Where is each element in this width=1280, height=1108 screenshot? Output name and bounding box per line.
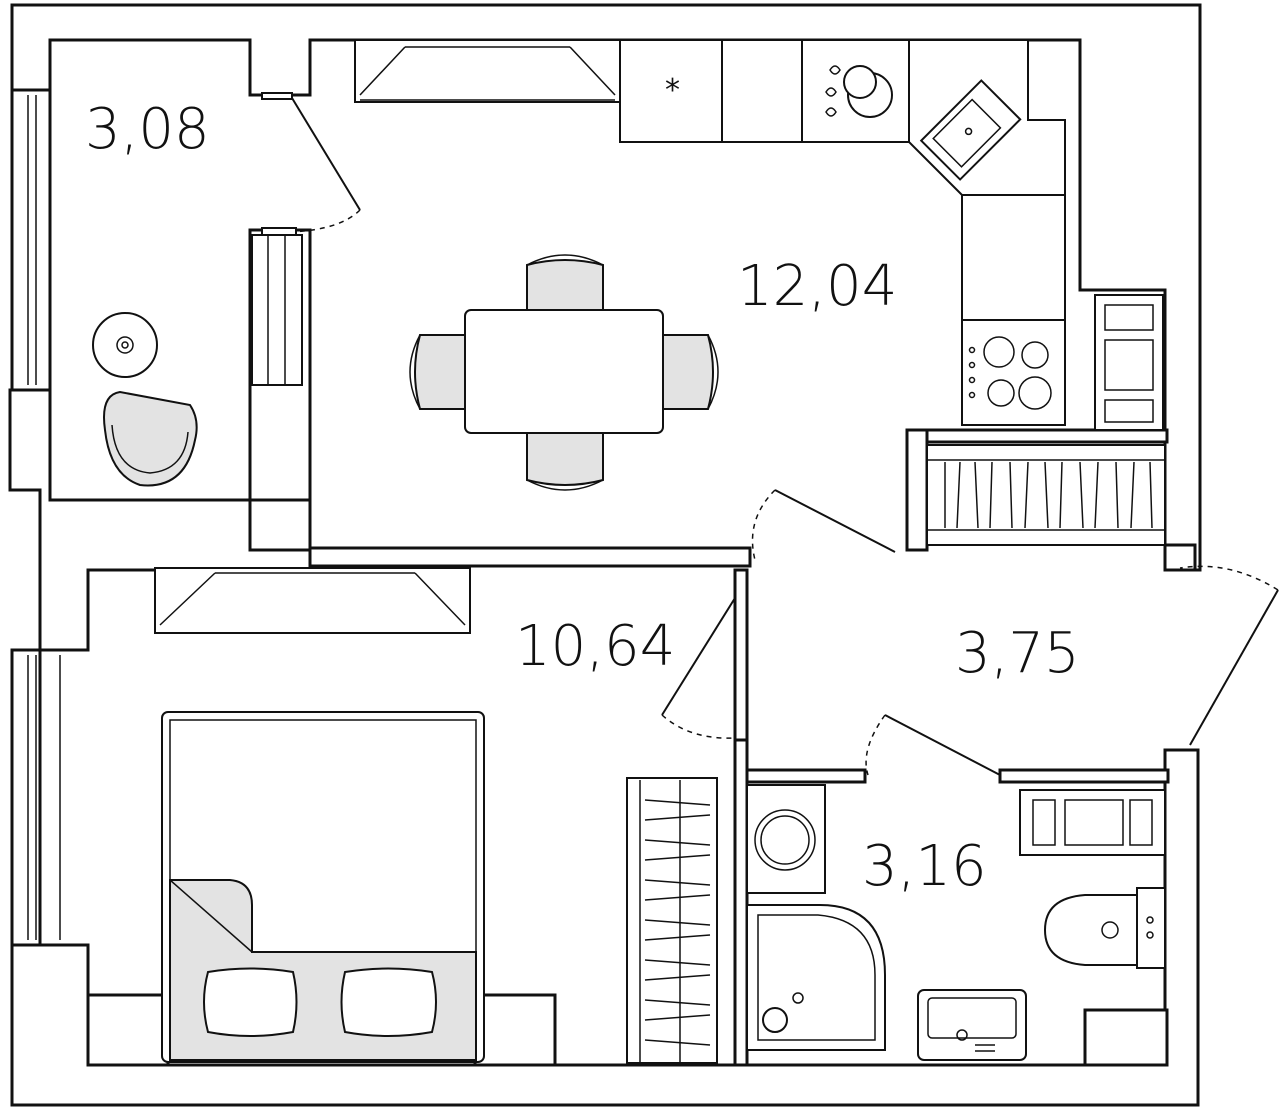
armchair (103, 390, 198, 487)
fridge (619, 39, 723, 143)
kitchen-furniture: * (354, 39, 1166, 546)
washing-machine (746, 784, 826, 894)
chair-bottom (526, 432, 604, 486)
kitchen-door (774, 489, 896, 553)
balcony-furniture (92, 312, 198, 487)
partitions (86, 428, 1197, 1067)
balcony-door (291, 97, 361, 211)
chair-right (662, 334, 714, 410)
area-kitchen: 12,04 (737, 254, 897, 319)
sink (919, 79, 1022, 181)
balcony-window (27, 95, 61, 940)
area-balcony: 3,08 (85, 97, 210, 162)
svg-text:*: * (665, 73, 680, 108)
side-table (92, 312, 158, 378)
washbasin (917, 989, 1027, 1061)
dining-table (464, 309, 664, 434)
kitchen-hood (354, 39, 621, 103)
wall-bottom (10, 748, 1200, 1107)
area-hallway: 3,75 (955, 621, 1080, 686)
wall-left-upper (10, 88, 52, 392)
area-bedroom: 10,64 (515, 614, 675, 679)
pillow-right (340, 967, 437, 1037)
bathroom-furniture (746, 784, 1166, 1061)
oven-column (1094, 294, 1164, 431)
outer-walls (8, 3, 1202, 1107)
bathroom-door (884, 714, 1001, 776)
area-labels: 3,08 12,04 10,64 3,75 3,16 (85, 97, 1080, 899)
doors (251, 92, 1279, 776)
cabinet (721, 39, 803, 143)
entrance-door (1189, 589, 1279, 746)
bathroom-cabinet (1019, 789, 1166, 856)
counter (961, 194, 1066, 321)
chair-left (414, 334, 466, 410)
bedroom-furniture (154, 567, 485, 1063)
cooktop (961, 319, 1066, 426)
area-bathroom: 3,16 (862, 834, 987, 899)
wardrobe-hood (154, 567, 471, 634)
bedroom-wardrobe (626, 777, 718, 1064)
bedroom-door (661, 597, 736, 716)
pillow-left (203, 967, 298, 1037)
toilet (1043, 894, 1138, 966)
chair-top (526, 259, 604, 311)
